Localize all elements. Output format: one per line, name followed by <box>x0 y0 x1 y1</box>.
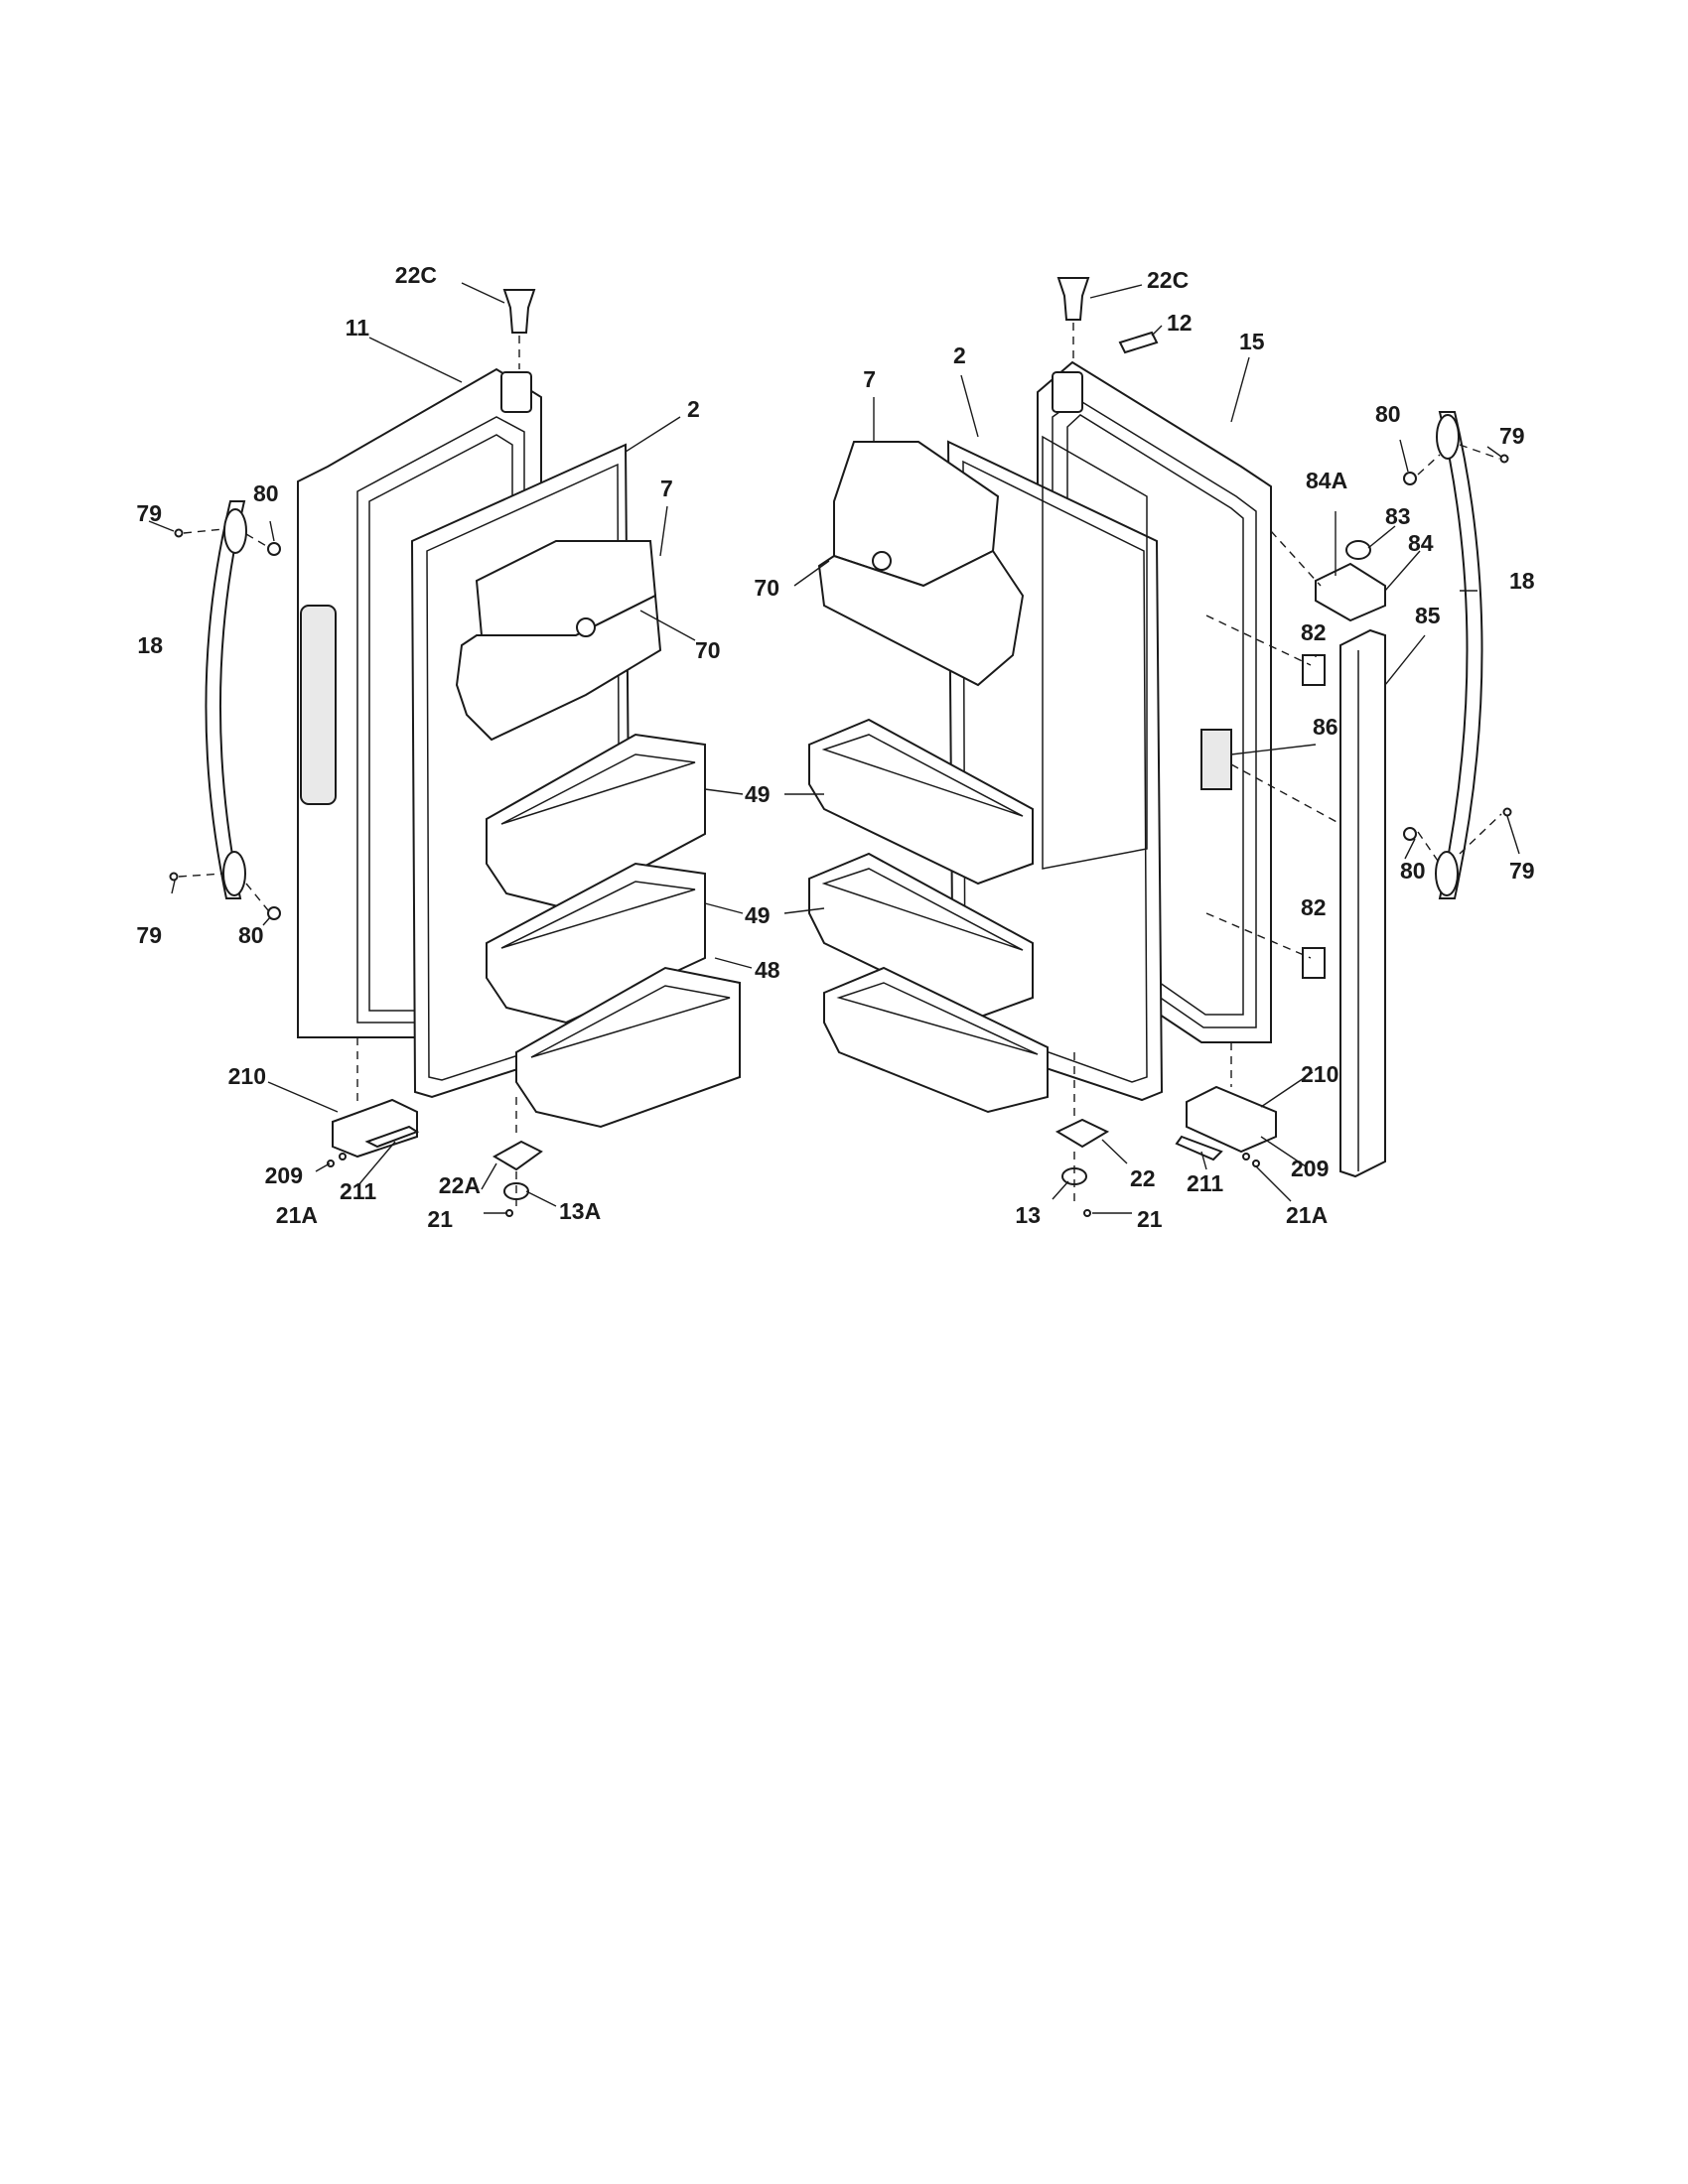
left-cover-211 <box>364 1125 420 1149</box>
left-door-bin-lower <box>515 966 741 1129</box>
callout-18-right: 18 <box>1509 568 1535 594</box>
callout-11: 11 <box>346 315 370 341</box>
right-stud-80-lower <box>1403 827 1417 841</box>
right-screw-79-lower <box>1502 807 1512 817</box>
callout-49-lower: 49 <box>745 902 771 928</box>
callout-80-upper-right: 80 <box>1375 401 1401 427</box>
right-cover-211 <box>1175 1135 1223 1161</box>
callout-22c-left: 22C <box>395 262 437 288</box>
callout-7-left: 7 <box>660 476 673 501</box>
left-dairy-bin <box>455 540 662 742</box>
callout-15: 15 <box>1239 329 1265 354</box>
left-stud-80-upper <box>267 542 281 556</box>
right-upper-hinge <box>1315 540 1386 622</box>
right-stud-80-upper <box>1403 472 1417 485</box>
callout-18-left: 18 <box>137 632 163 658</box>
callout-211-left: 211 <box>340 1178 376 1204</box>
right-guide-lines <box>1205 530 1341 959</box>
left-door-top-hinge-boss <box>500 371 532 413</box>
callout-79-lower-left: 79 <box>136 922 162 948</box>
callout-13: 13 <box>1015 1202 1041 1228</box>
callout-12: 12 <box>1167 310 1193 336</box>
callout-7-right: 7 <box>863 366 876 392</box>
callout-85: 85 <box>1415 603 1441 628</box>
left-door-handle <box>205 500 247 899</box>
left-bottom-hinge <box>327 1037 543 1217</box>
callout-80-upper-left: 80 <box>253 480 279 506</box>
callout-82-upper: 82 <box>1301 619 1327 645</box>
callout-70-right: 70 <box>754 575 779 601</box>
right-door-liner <box>1042 435 1148 870</box>
right-clip-82-lower <box>1302 947 1326 979</box>
right-hinge-210 <box>1186 1085 1277 1154</box>
left-screw-21 <box>505 1209 513 1217</box>
right-screw-79-upper <box>1499 454 1509 464</box>
right-handle-fasteners <box>1403 444 1512 865</box>
callout-49-upper: 49 <box>745 781 771 807</box>
callout-70-left: 70 <box>695 637 721 663</box>
right-dairy-knob <box>872 551 892 571</box>
left-handle-fasteners <box>169 528 281 920</box>
right-label-12 <box>1118 331 1159 354</box>
right-dairy-bin <box>817 441 1025 687</box>
right-door-bin-lower <box>823 966 1049 1114</box>
right-top-bushing <box>1056 277 1090 362</box>
callout-22c-right: 22C <box>1147 267 1189 293</box>
callout-209-left: 209 <box>265 1162 303 1188</box>
callout-83: 83 <box>1385 503 1411 529</box>
right-bottom-hinge <box>1055 1042 1277 1217</box>
left-dairy-knob <box>576 617 596 637</box>
callout-210-left: 210 <box>228 1063 266 1089</box>
right-door-bin-upper <box>808 718 1034 886</box>
right-door-bin-middle <box>808 852 1034 1020</box>
callout-21-right: 21 <box>1137 1206 1163 1232</box>
callout-21-left: 21 <box>427 1206 453 1232</box>
right-bracket-22 <box>1055 1118 1110 1149</box>
callout-80-lower-left: 80 <box>238 922 264 948</box>
callout-22: 22 <box>1130 1165 1156 1191</box>
callout-2-right: 2 <box>953 342 966 368</box>
right-mullion-85 <box>1339 628 1386 1178</box>
right-clip-82-upper <box>1302 654 1326 686</box>
callout-211-right: 211 <box>1187 1170 1223 1196</box>
callout-labels: 22C 11 2 7 70 79 80 18 79 80 49 49 48 21… <box>136 262 1534 1232</box>
callout-48: 48 <box>755 957 780 983</box>
callout-210-right: 210 <box>1301 1061 1338 1087</box>
right-door-switch-86 <box>1200 729 1232 790</box>
callout-13a: 13A <box>559 1198 601 1224</box>
callout-79-lower-right: 79 <box>1509 858 1535 884</box>
left-screw-79-lower <box>169 872 179 882</box>
left-bracket-22a <box>492 1140 543 1171</box>
callout-84: 84 <box>1408 530 1434 556</box>
right-door-top-hinge-boss <box>1052 371 1083 413</box>
callout-22a: 22A <box>439 1172 481 1198</box>
right-hinge-pin-83 <box>1345 540 1371 560</box>
right-door-handle <box>1435 411 1483 899</box>
left-door-dispenser-panel <box>300 605 337 805</box>
left-hinge-210 <box>332 1098 418 1159</box>
callout-79-upper-left: 79 <box>136 500 162 526</box>
right-hinge-84 <box>1315 562 1386 622</box>
left-top-bushing <box>502 289 536 369</box>
right-screw-21 <box>1083 1209 1091 1217</box>
callout-2-left: 2 <box>687 396 700 422</box>
callout-21a-left: 21A <box>276 1202 318 1228</box>
leader-lines <box>148 282 1520 1214</box>
callout-80-lower-right: 80 <box>1400 858 1426 884</box>
callout-209-right: 209 <box>1291 1156 1329 1181</box>
callout-86: 86 <box>1313 714 1338 740</box>
callout-84a: 84A <box>1306 468 1347 493</box>
callout-21a-right: 21A <box>1286 1202 1328 1228</box>
callout-79-upper-right: 79 <box>1499 423 1525 449</box>
left-screw-79-upper <box>174 528 184 538</box>
left-stud-80-lower <box>267 906 281 920</box>
callout-82-lower: 82 <box>1301 894 1327 920</box>
